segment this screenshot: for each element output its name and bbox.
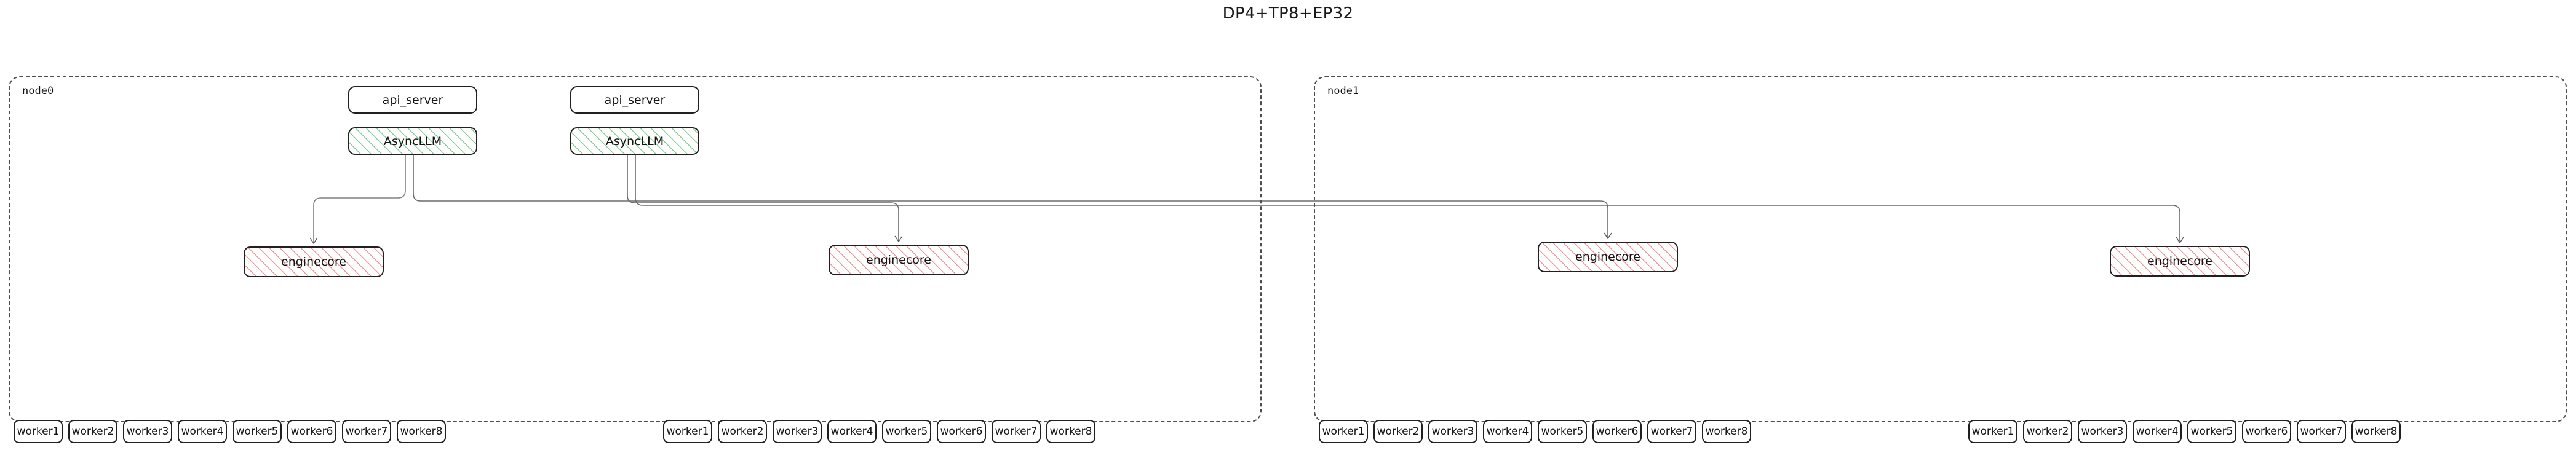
node-label: enginecore	[866, 253, 931, 267]
node-label: AsyncLLM	[605, 134, 664, 148]
worker-box[interactable]: worker4	[827, 420, 877, 443]
node-n1-engine1[interactable]: enginecore	[2110, 246, 2250, 277]
worker-label: worker3	[2081, 425, 2124, 438]
node-label: api_server	[604, 93, 666, 107]
node-label: enginecore	[1575, 250, 1640, 264]
worker-box[interactable]: worker2	[68, 420, 117, 443]
worker-box[interactable]: worker5	[2187, 420, 2236, 443]
worker-box[interactable]: worker3	[2078, 420, 2127, 443]
worker-box[interactable]: worker8	[2351, 420, 2401, 443]
node-cluster-node0: node0	[9, 76, 1262, 422]
worker-label: worker5	[1541, 425, 1584, 438]
worker-label: worker1	[666, 425, 709, 438]
worker-label: worker4	[181, 425, 224, 438]
worker-box[interactable]: worker8	[1046, 420, 1095, 443]
worker-label: worker5	[2190, 425, 2233, 438]
node-label: enginecore	[281, 255, 346, 269]
worker-label: worker8	[2355, 425, 2398, 438]
worker-box[interactable]: worker1	[1319, 420, 1368, 443]
node-n1-engine0[interactable]: enginecore	[1538, 242, 1678, 272]
worker-label: worker7	[995, 425, 1038, 438]
worker-box[interactable]: worker1	[663, 420, 712, 443]
worker-box[interactable]: worker4	[1483, 420, 1532, 443]
node-n0-engine0[interactable]: enginecore	[244, 246, 384, 277]
worker-box[interactable]: worker5	[1538, 420, 1587, 443]
node-cluster-node1: node1	[1314, 76, 2567, 422]
worker-label: worker7	[2300, 425, 2343, 438]
worker-label: worker2	[71, 425, 114, 438]
node-n0-api0[interactable]: api_server	[348, 86, 477, 114]
worker-label: worker4	[1486, 425, 1529, 438]
worker-label: worker8	[400, 425, 443, 438]
worker-box[interactable]: worker7	[342, 420, 391, 443]
worker-label: worker2	[2026, 425, 2069, 438]
worker-label: worker4	[830, 425, 873, 438]
node-label: AsyncLLM	[383, 134, 442, 148]
worker-label: worker7	[345, 425, 388, 438]
node-n0-async0[interactable]: AsyncLLM	[348, 127, 477, 155]
worker-box[interactable]: worker3	[773, 420, 822, 443]
worker-label: worker7	[1650, 425, 1693, 438]
worker-box[interactable]: worker6	[937, 420, 986, 443]
worker-box[interactable]: worker3	[1428, 420, 1477, 443]
worker-label: worker1	[1322, 425, 1365, 438]
worker-box[interactable]: worker3	[123, 420, 172, 443]
worker-box[interactable]: worker8	[1702, 420, 1751, 443]
node-n0-api1[interactable]: api_server	[570, 86, 699, 114]
worker-box[interactable]: worker7	[2297, 420, 2346, 443]
worker-box[interactable]: worker2	[718, 420, 767, 443]
worker-box[interactable]: worker7	[1647, 420, 1696, 443]
worker-label: worker2	[1377, 425, 1420, 438]
worker-label: worker3	[1431, 425, 1474, 438]
worker-label: worker3	[126, 425, 169, 438]
worker-box[interactable]: worker6	[1592, 420, 1642, 443]
worker-box[interactable]: worker1	[1968, 420, 2017, 443]
worker-label: worker1	[17, 425, 60, 438]
node-cluster-label: node1	[1327, 85, 1359, 97]
worker-box[interactable]: worker6	[2242, 420, 2291, 443]
worker-label: worker6	[1596, 425, 1639, 438]
worker-label: worker3	[776, 425, 819, 438]
node-n0-engine1[interactable]: enginecore	[829, 245, 969, 275]
node-label: api_server	[382, 93, 443, 107]
node-label: enginecore	[2147, 254, 2212, 268]
worker-box[interactable]: worker5	[882, 420, 931, 443]
worker-label: worker1	[1971, 425, 2014, 438]
worker-box[interactable]: worker5	[233, 420, 282, 443]
worker-label: worker8	[1705, 425, 1748, 438]
worker-box[interactable]: worker8	[397, 420, 446, 443]
page-title: DP4+TP8+EP32	[1222, 4, 1354, 23]
worker-box[interactable]: worker4	[178, 420, 227, 443]
node-n0-async1[interactable]: AsyncLLM	[570, 127, 699, 155]
worker-box[interactable]: worker2	[1373, 420, 1423, 443]
worker-label: worker5	[236, 425, 279, 438]
worker-label: worker8	[1049, 425, 1092, 438]
worker-label: worker6	[2245, 425, 2288, 438]
worker-box[interactable]: worker1	[14, 420, 63, 443]
worker-box[interactable]: worker2	[2023, 420, 2072, 443]
worker-label: worker6	[940, 425, 983, 438]
worker-label: worker6	[290, 425, 333, 438]
worker-label: worker4	[2136, 425, 2179, 438]
worker-label: worker2	[721, 425, 764, 438]
worker-box[interactable]: worker6	[287, 420, 336, 443]
worker-box[interactable]: worker7	[992, 420, 1041, 443]
worker-box[interactable]: worker4	[2133, 420, 2182, 443]
node-cluster-label: node0	[22, 85, 54, 97]
worker-label: worker5	[885, 425, 928, 438]
